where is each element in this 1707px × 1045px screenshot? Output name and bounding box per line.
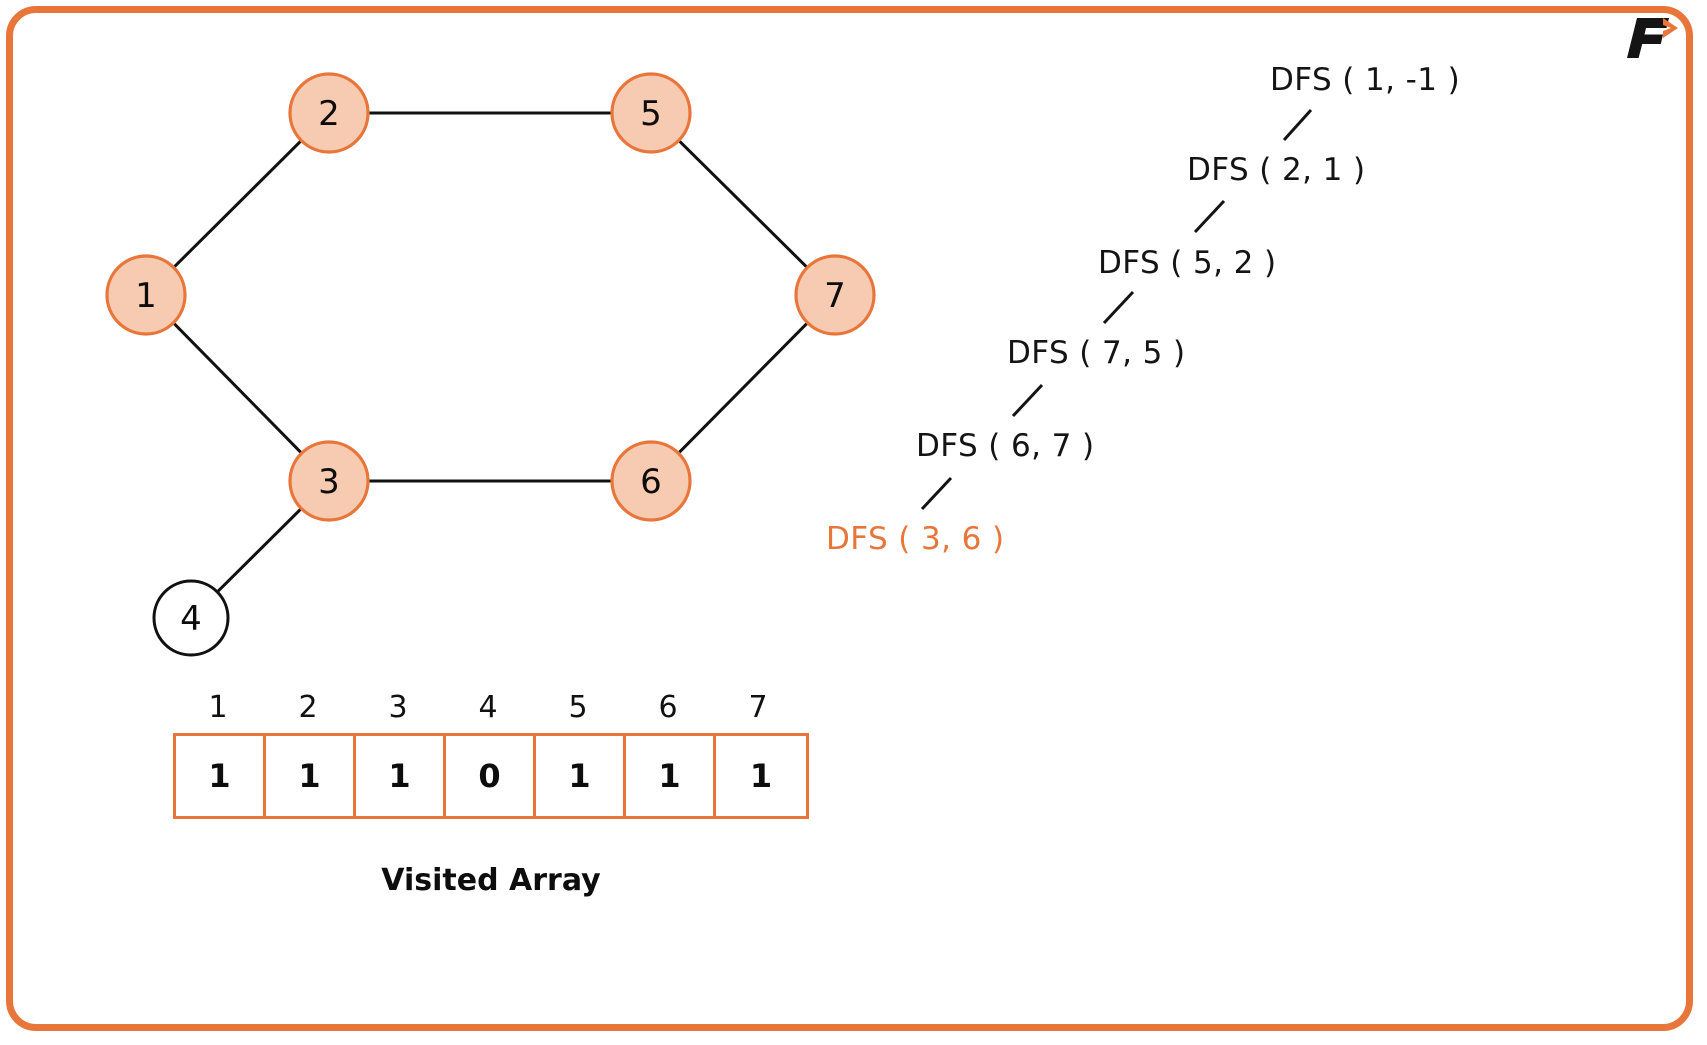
visited-array-index-2: 2 xyxy=(298,690,318,725)
dfs-call-frame-4: DFS ( 7, 5 ) xyxy=(1007,335,1186,371)
dfs-call-frame-2: DFS ( 2, 1 ) xyxy=(1187,152,1366,188)
visited-array-index-4: 4 xyxy=(478,690,498,725)
dfs-call-frame-5: DFS ( 6, 7 ) xyxy=(916,428,1095,464)
visited-array-index-1: 1 xyxy=(208,690,228,725)
visited-array-index-6: 6 xyxy=(658,690,678,725)
dfs-call-frame-1: DFS ( 1, -1 ) xyxy=(1270,62,1461,98)
visited-array-index-5: 5 xyxy=(568,690,588,725)
visited-array-cell-5[interactable]: 1 xyxy=(536,736,626,816)
visited-array-index-row: 1 2 3 4 5 6 7 xyxy=(173,690,809,725)
visited-array-index-3: 3 xyxy=(388,690,408,725)
visited-array-cell-4[interactable]: 0 xyxy=(446,736,536,816)
visited-array-cell-3[interactable]: 1 xyxy=(356,736,446,816)
visited-array-cell-1[interactable]: 1 xyxy=(176,736,266,816)
dfs-call-frame-3: DFS ( 5, 2 ) xyxy=(1098,245,1277,281)
dfs-call-frame-6: DFS ( 3, 6 ) xyxy=(826,521,1005,557)
visited-array-index-7: 7 xyxy=(748,690,768,725)
visited-array-cell-2[interactable]: 1 xyxy=(266,736,356,816)
takeuforward-logo xyxy=(1627,18,1678,58)
visited-array-caption: Visited Array xyxy=(381,863,601,898)
visited-array-cell-6[interactable]: 1 xyxy=(626,736,716,816)
visited-array-cell-7[interactable]: 1 xyxy=(716,736,806,816)
